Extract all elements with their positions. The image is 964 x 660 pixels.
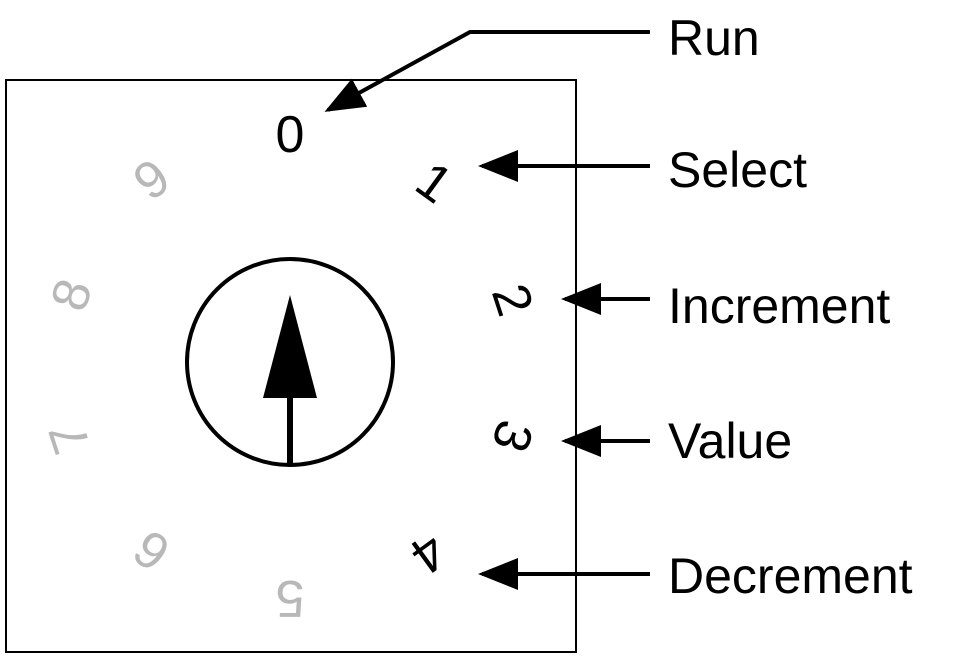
- callout-select: Select: [478, 142, 807, 198]
- callout-label-value: Value: [668, 413, 792, 469]
- callout-increment: Increment: [561, 278, 890, 334]
- callout-arrow-run: [324, 30, 650, 112]
- dial-digit-0: 0: [276, 106, 305, 164]
- rotary-knob[interactable]: [185, 257, 395, 467]
- callout-label-increment: Increment: [668, 278, 890, 334]
- callout-value: Value: [561, 413, 792, 469]
- callout-label-select: Select: [668, 142, 807, 198]
- pointer-arrow-icon: [263, 295, 317, 398]
- callout-label-decrement: Decrement: [668, 548, 913, 604]
- callout-run: Run: [324, 10, 760, 112]
- callout-decrement: Decrement: [478, 548, 913, 604]
- dial-digit-5: 5: [276, 569, 305, 627]
- callout-label-run: Run: [668, 10, 760, 66]
